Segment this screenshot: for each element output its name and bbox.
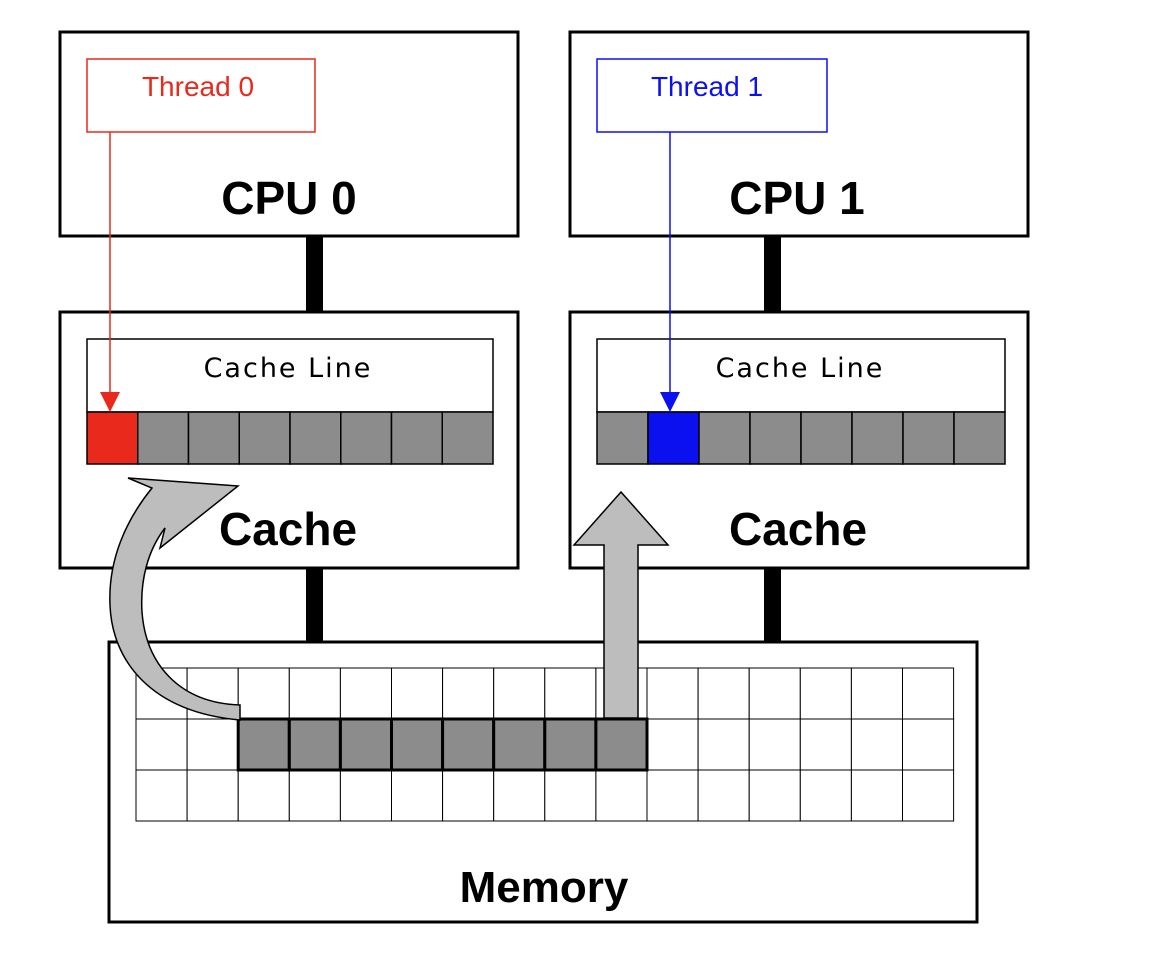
cpu0-box: Thread 0 CPU 0: [58, 30, 520, 238]
thread1-label: Thread 1: [651, 71, 763, 102]
cache0-label: Cache: [219, 503, 357, 555]
cache1-slot: [800, 411, 853, 465]
memory-cell: [186, 769, 239, 822]
memory-cell: [799, 667, 852, 720]
memory-cell: [902, 718, 955, 771]
cache0-slot-active: [86, 411, 139, 465]
thread1-box: [596, 58, 828, 133]
memory-box: Memory: [107, 640, 979, 924]
memory-cell: [135, 718, 188, 771]
cache0-slot: [390, 411, 443, 465]
memory-cell: [442, 769, 495, 822]
memory-cell: [237, 769, 290, 822]
cache0-slot: [441, 411, 494, 465]
memory-label: Memory: [460, 863, 629, 912]
memory-cache-line-cell: [390, 717, 445, 772]
load-arrow-to-cache1: [572, 490, 670, 719]
memory-cache-line-cell: [338, 717, 393, 772]
cache0-line-header: [86, 338, 494, 413]
cache0-slot: [238, 411, 291, 465]
memory-cell: [493, 667, 546, 720]
memory-cell: [442, 667, 495, 720]
cache1-slot-active: [647, 411, 700, 465]
memory-cell: [288, 667, 341, 720]
memory-cell: [902, 769, 955, 822]
cache1-line-slots: [596, 411, 1006, 465]
memory-cell: [850, 718, 904, 771]
cache1-label: Cache: [729, 503, 867, 555]
cache0-line-slots: [86, 411, 494, 465]
memory-cell: [135, 769, 188, 822]
memory-cell: [339, 667, 392, 720]
memory-cache-line-cell: [543, 717, 598, 772]
memory-cell: [697, 718, 750, 771]
cpu0-label: CPU 0: [221, 172, 356, 224]
memory-grid: [135, 667, 955, 822]
memory-cell: [850, 667, 904, 720]
cpu1-label: CPU 1: [729, 172, 864, 224]
cache0-slot: [340, 411, 393, 465]
memory-cell: [748, 769, 801, 822]
memory-cell: [646, 769, 699, 822]
memory-cache-line-cell: [236, 717, 291, 772]
memory-cell: [339, 769, 392, 822]
cache1-slot: [596, 411, 649, 465]
cache0-line-label: Cache Line: [204, 353, 373, 384]
memory-cell: [237, 667, 290, 720]
cache1-slot: [953, 411, 1006, 465]
memory-cache-line-cell: [287, 717, 342, 772]
memory-cell: [799, 769, 852, 822]
memory-cell: [595, 769, 648, 822]
cache0-slot: [137, 411, 190, 465]
cache1-slot: [749, 411, 802, 465]
cache1-slot: [698, 411, 751, 465]
memory-cell: [646, 718, 699, 771]
memory-cell: [748, 718, 801, 771]
bus-cache1-memory: [764, 568, 781, 642]
load-arrow-to-cache0: [109, 477, 241, 721]
memory-cell: [646, 667, 699, 720]
memory-cell: [697, 769, 750, 822]
memory-cell: [544, 667, 597, 720]
memory-cache-line-cell: [594, 717, 649, 772]
memory-cell: [544, 769, 597, 822]
cache1-slot: [902, 411, 955, 465]
memory-cache-line-cell: [441, 717, 496, 772]
memory-cell: [902, 667, 955, 720]
memory-cell: [186, 718, 239, 771]
bus-cpu0-cache0: [306, 236, 323, 312]
thread0-label: Thread 0: [142, 71, 254, 102]
memory-cell: [799, 718, 852, 771]
cache0-slot: [187, 411, 240, 465]
cache1-slot: [851, 411, 904, 465]
cpu1-box: Thread 1 CPU 1: [568, 30, 1030, 238]
bus-cpu1-cache1: [764, 236, 781, 312]
memory-cell: [391, 667, 444, 720]
memory-cache-line-cell: [492, 717, 547, 772]
memory-cell: [391, 769, 444, 822]
thread0-pointer-arrow: [100, 132, 120, 412]
cache1-line-label: Cache Line: [716, 353, 885, 384]
cache0-slot: [289, 411, 342, 465]
thread1-pointer-arrow: [660, 132, 680, 412]
memory-cell: [288, 769, 341, 822]
memory-cell: [493, 769, 546, 822]
thread0-box: [86, 58, 316, 133]
memory-cell: [748, 667, 801, 720]
cache1-box: Cache Line Cache: [568, 310, 1030, 570]
bus-cache0-memory: [306, 568, 323, 642]
memory-cell: [850, 769, 904, 822]
memory-cell: [697, 667, 750, 720]
